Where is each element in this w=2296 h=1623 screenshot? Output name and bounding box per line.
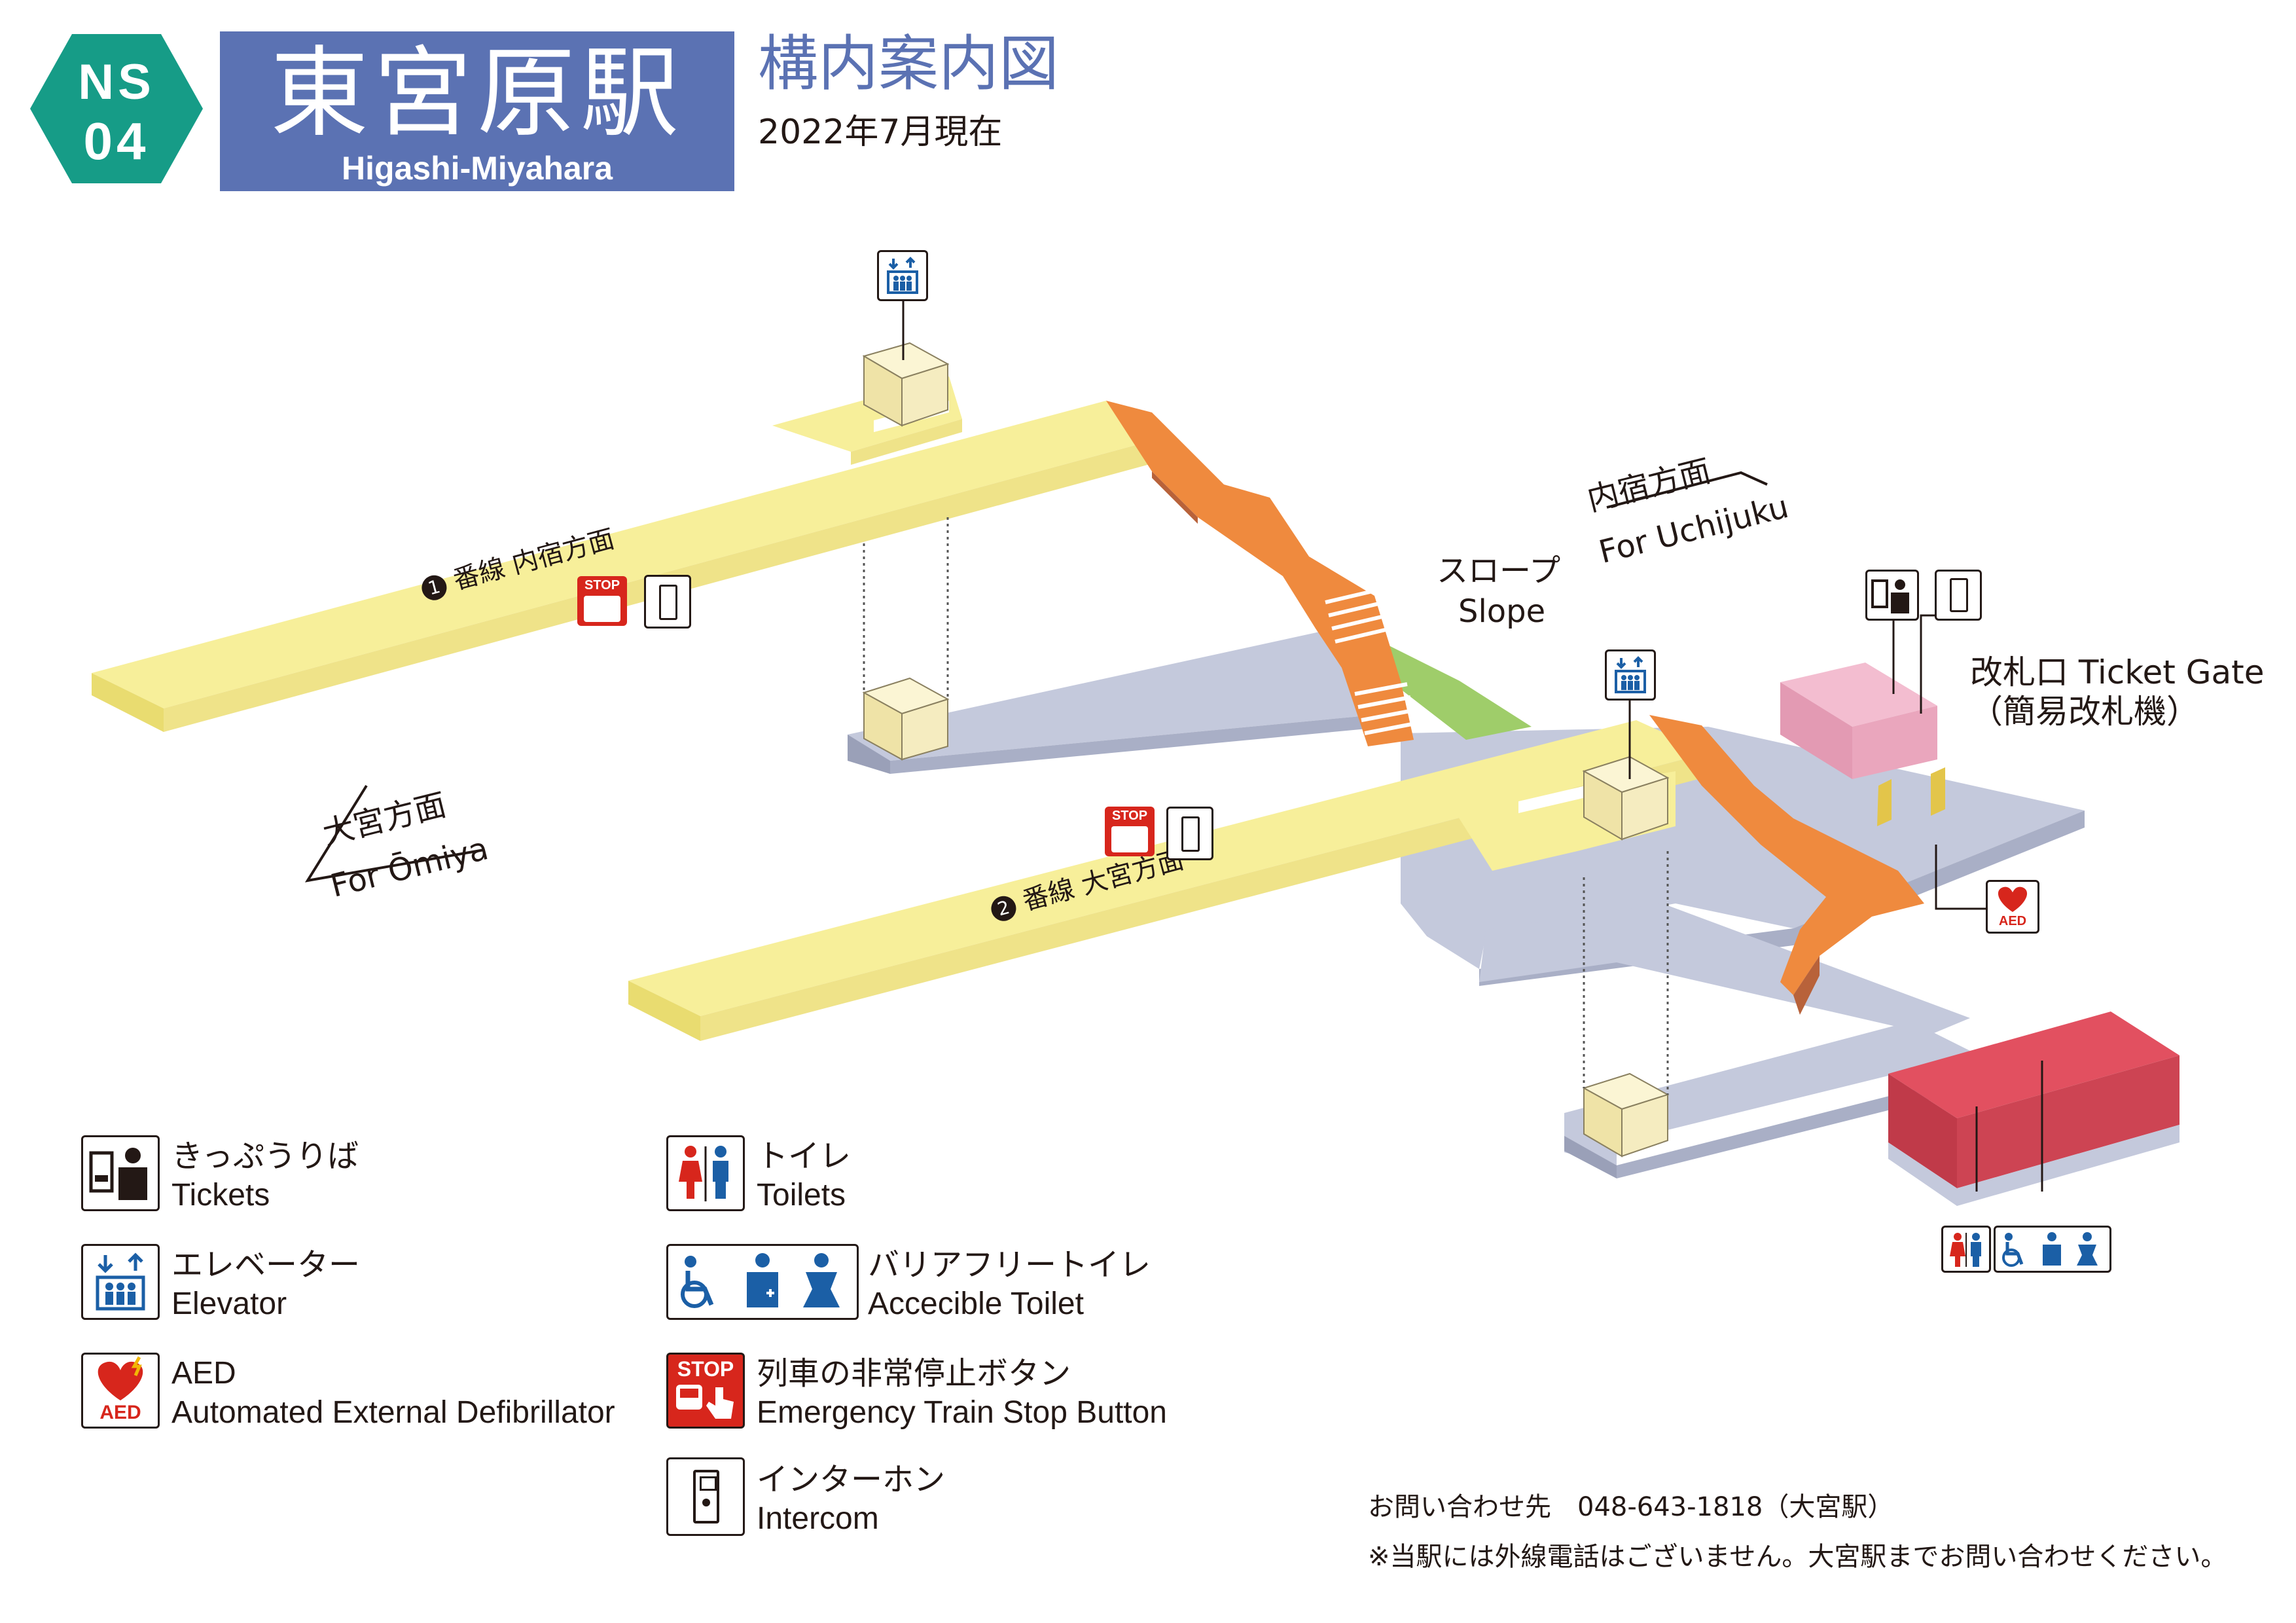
intercom-icon: [666, 1457, 745, 1536]
emergency-stop-icon: STOP: [1105, 807, 1155, 856]
legend-stop-en: Emergency Train Stop Button: [757, 1395, 1167, 1430]
accessible-toilet-icon: [1994, 1226, 2111, 1273]
accessible-toilet-icon: [666, 1244, 859, 1320]
as-of-date: 2022年7月現在: [758, 113, 1003, 152]
legend-accessible-en: Accecible Toilet: [868, 1286, 1084, 1321]
legend-tickets-en: Tickets: [171, 1178, 270, 1213]
elevator-icon: [1605, 649, 1656, 701]
legend-toilets-ja: トイレ: [757, 1138, 852, 1175]
station-name-en: Higashi-Miyahara: [341, 150, 613, 187]
legend-stop-ja: 列車の非常停止ボタン: [757, 1355, 1071, 1392]
legend-elevator-en: Elevator: [171, 1286, 287, 1321]
elevator-icon: [81, 1244, 160, 1320]
legend-tickets-ja: きっぷうりば: [171, 1138, 359, 1175]
emergency-stop-icon: STOP: [577, 576, 627, 626]
contact-info: お問い合わせ先 048-643-1818（大宮駅）: [1368, 1492, 1894, 1522]
stop-text: STOP: [584, 578, 620, 593]
line-code-badge: NS 04: [27, 31, 206, 186]
aed-icon: AED: [81, 1353, 160, 1429]
emergency-stop-icon: STOP: [666, 1353, 745, 1429]
toilet-icon: [1941, 1226, 1991, 1273]
ticket-gate-label: 改札口 Ticket Gate: [1970, 653, 2265, 691]
platform-1: [92, 376, 1172, 732]
aed-icon: AED: [1986, 880, 2039, 934]
legend-intercom-en: Intercom: [757, 1501, 879, 1536]
stairs-2: [1649, 715, 1924, 1015]
legend-aed-en: Automated External Defibrillator: [171, 1395, 615, 1430]
legend-toilets-en: Toilets: [757, 1178, 846, 1213]
legend-elevator-ja: エレベーター: [171, 1247, 361, 1283]
toilet-building: [1888, 1012, 2179, 1206]
ticket-icon: [1865, 570, 1919, 621]
ticket-icon: [81, 1135, 160, 1211]
legend-aed-ja: AED: [171, 1356, 236, 1391]
stop-text: STOP: [677, 1357, 734, 1381]
slope-label-ja: スロープ: [1437, 553, 1561, 589]
intercom-icon: [1166, 807, 1213, 860]
aed-text: AED: [1998, 914, 2027, 928]
page-title: 構内案内図: [758, 29, 1060, 99]
toilet-icon: [666, 1135, 745, 1211]
legend-intercom-ja: インターホン: [757, 1461, 946, 1498]
station-name-plate: 東宮原駅 Higashi-Miyahara: [220, 31, 734, 191]
stop-text: STOP: [1111, 809, 1148, 823]
slope: [1388, 645, 1532, 740]
ticket-gate-machines: [1877, 767, 1945, 826]
line-code-bottom: 04: [83, 112, 150, 170]
station-name-ja: 東宮原駅: [270, 37, 684, 151]
slope-label-en: Slope: [1458, 593, 1546, 630]
aed-text: AED: [99, 1402, 141, 1423]
contact-note: ※当駅には外線電話はございません。大宮駅までお問い合わせください。: [1368, 1542, 2227, 1572]
intercom-icon: [1935, 570, 1982, 621]
elevator-shafts: [862, 342, 1670, 1158]
vertical-connectors: [863, 517, 1669, 1095]
line-code-top: NS: [78, 54, 155, 110]
ticket-office: [1780, 663, 1937, 779]
ticket-gate-note: （簡易改札機）: [1970, 693, 2199, 731]
direction-arrows: [304, 471, 1768, 883]
stairs-1: [1106, 401, 1416, 746]
intercom-icon: [644, 575, 691, 629]
elevator-icon: [877, 250, 928, 301]
legend-accessible-ja: バリアフリートイレ: [868, 1247, 1151, 1283]
